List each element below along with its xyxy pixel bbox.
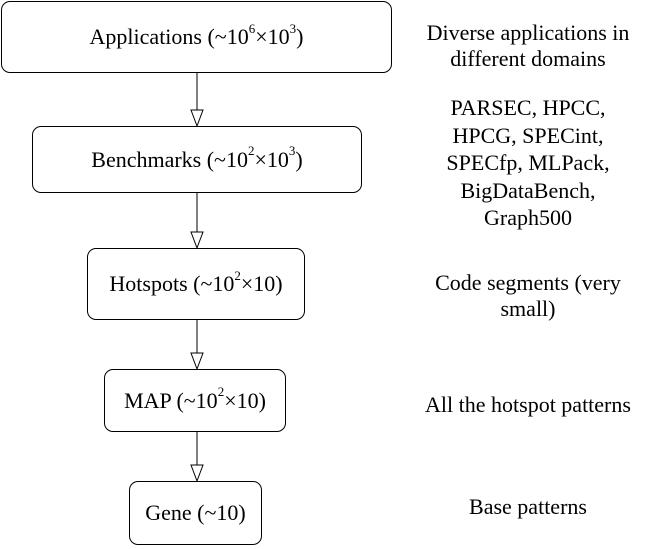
hotspots-box: Hotspots (~102×10): [87, 248, 305, 320]
hotspots-note: Code segments (very small): [406, 270, 650, 322]
map-note: All the hotspot patterns: [408, 392, 648, 418]
note-line: HPCG, SPECint,: [452, 122, 604, 148]
arrow-applications-to-benchmarks: [190, 73, 204, 128]
arrow-benchmarks-to-hotspots: [190, 193, 204, 250]
note-line: Graph500: [484, 205, 572, 230]
note-line: BigDataBench,: [460, 177, 596, 203]
note-line: SPECfp, MLPack,: [446, 150, 610, 175]
hotspots-box-label: Hotspots (~102×10): [109, 267, 283, 296]
note-line: Base patterns: [469, 494, 587, 519]
map-box-label: MAP (~102×10): [124, 384, 266, 413]
applications-box: Applications (~106×103): [1, 1, 392, 73]
note-line: small): [500, 296, 556, 321]
applications-note: Diverse applications in different domain…: [408, 20, 648, 72]
applications-box-label: Applications (~106×103): [89, 20, 304, 49]
note-line: PARSEC, HPCC,: [450, 95, 606, 120]
gene-box: Gene (~10): [129, 481, 262, 545]
benchmarks-box: Benchmarks (~102×103): [32, 126, 362, 193]
note-line: All the hotspot patterns: [425, 392, 631, 417]
map-box: MAP (~102×10): [104, 369, 286, 432]
note-line: Code segments (very: [435, 270, 621, 295]
arrow-hotspots-to-map: [190, 320, 204, 371]
note-line: different domains: [450, 46, 606, 71]
gene-box-label: Gene (~10): [145, 500, 246, 525]
benchmarks-note: PARSEC, HPCC, HPCG, SPECint, SPECfp, MLP…: [418, 94, 638, 232]
benchmarks-box-label: Benchmarks (~102×103): [91, 143, 303, 172]
note-line: Diverse applications in: [426, 20, 630, 45]
arrow-map-to-gene: [190, 432, 204, 483]
gene-note: Base patterns: [418, 494, 638, 520]
